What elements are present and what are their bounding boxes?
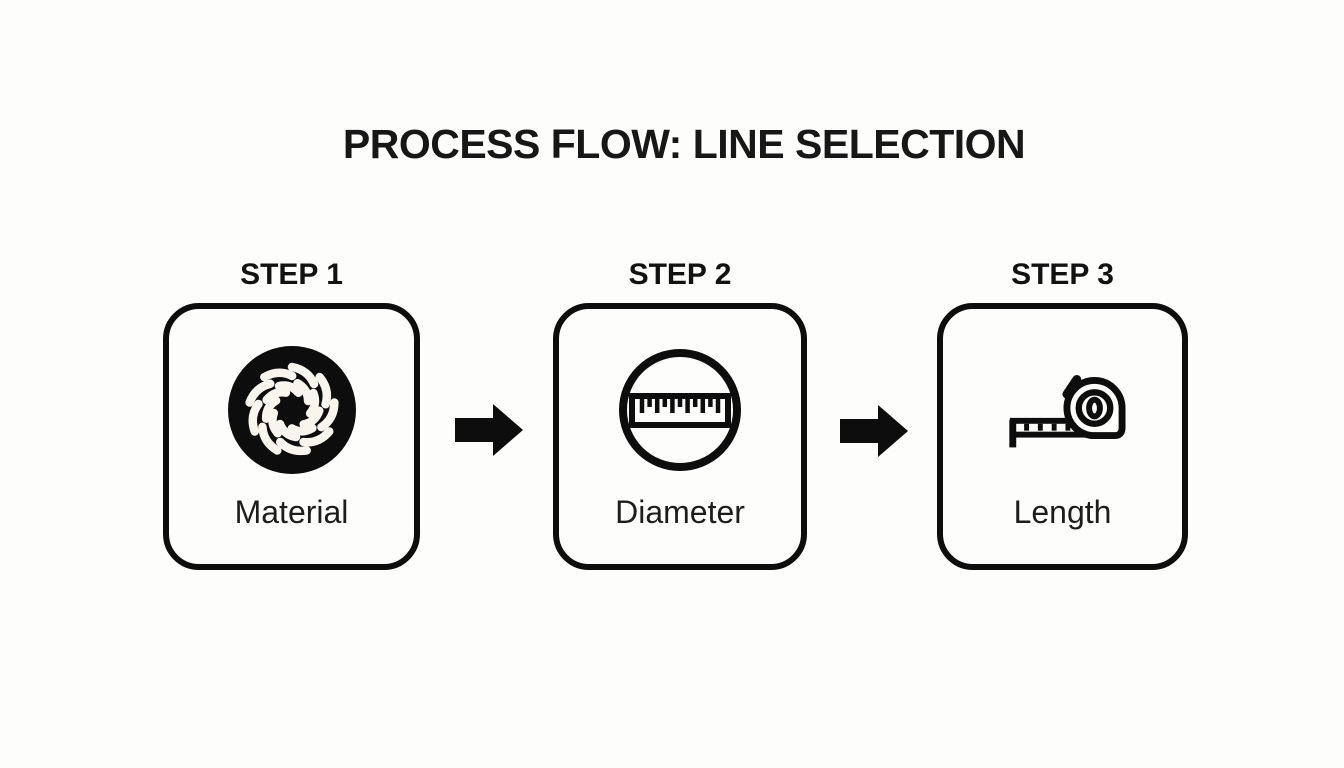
step-1: STEP 1 <box>163 256 420 570</box>
rope-coil-icon <box>227 342 357 478</box>
step-2-header: STEP 2 <box>628 258 732 291</box>
step-1-label: Material <box>234 494 349 530</box>
arrow-right-icon <box>840 405 908 457</box>
step-3: STEP 3 <box>937 256 1188 570</box>
arrow-right-icon <box>455 404 523 456</box>
step-3-header: STEP 3 <box>1011 258 1114 291</box>
step-2: STEP 2 <box>553 256 807 570</box>
step-3-box: Length <box>937 303 1188 570</box>
tape-measure-icon <box>999 342 1127 478</box>
step-1-header: STEP 1 <box>240 258 343 291</box>
step-2-box: Diameter <box>553 303 807 570</box>
ruler-circle-icon <box>615 342 745 478</box>
diagram-title: PROCESS FLOW: LINE SELECTION <box>342 121 1026 167</box>
step-3-label: Length <box>1013 494 1112 530</box>
step-2-label: Diameter <box>615 494 745 530</box>
step-1-box: Material <box>163 303 420 570</box>
